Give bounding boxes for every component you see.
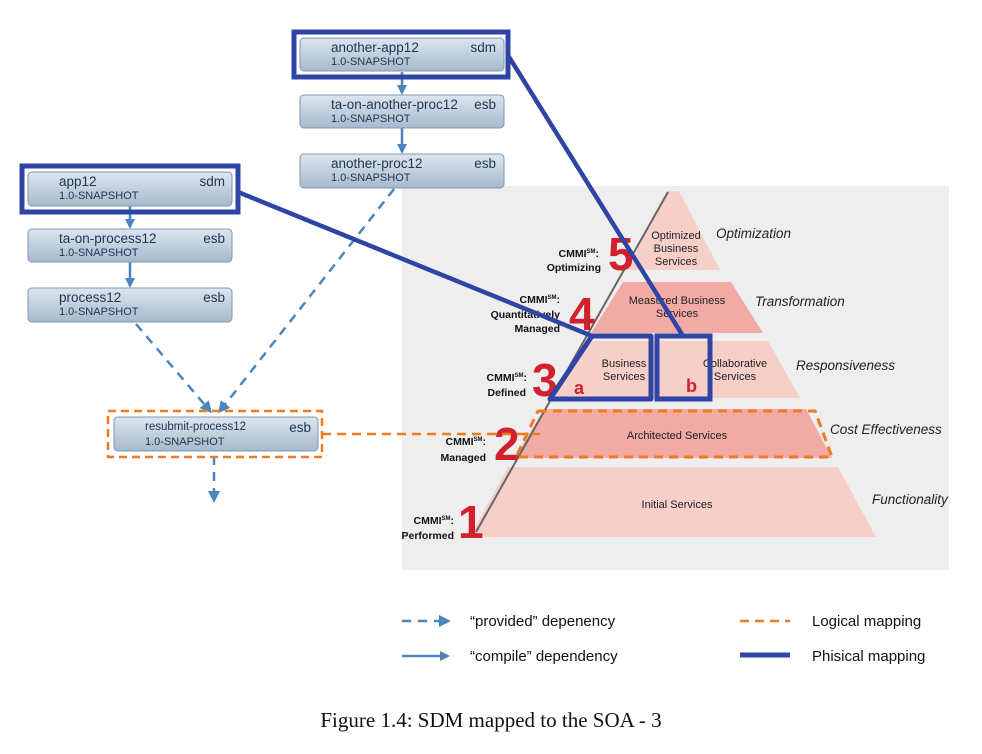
module-ta-process-type: esb [203,231,225,246]
cmmi-label-1-line2: Performed [401,530,454,542]
pyramid-level-3 [549,341,800,398]
level-number-2: 2 [494,418,520,470]
physical-line-another-app [506,54,686,339]
service-level-1: Initial Services [642,499,713,511]
pyramid-level-1 [470,467,876,537]
logical-mapping-box [106,409,324,459]
module-app-outline [19,163,241,215]
module-ta-process-box [27,228,233,263]
legend-compile-label: “compile” dependency [470,648,618,665]
cmmi-label-2-line2: Managed [440,452,486,464]
physical-line-app [235,189,654,339]
module-another-app-outline [291,29,511,80]
module-ta-another-proc-box [299,94,505,129]
cmmi-label-4: CMMISM: [520,294,561,306]
module-process-name: process12 [59,290,121,305]
module-app-type: sdm [199,174,225,189]
module-ta-process-version: 1.0-SNAPSHOT [59,247,139,259]
cmmi-label-2: CMMISM: [446,436,487,448]
module-another-proc-box [299,153,505,189]
module-app[interactable]: app12 1.0-SNAPSHOT sdm [19,163,241,215]
module-process-version: 1.0-SNAPSHOT [59,306,139,318]
service-level-3b-line2: Services [714,371,757,383]
legend-physical-label: Phisical mapping [812,648,925,665]
module-another-proc-version: 1.0-SNAPSHOT [331,172,411,184]
module-another-app-version: 1.0-SNAPSHOT [331,56,411,68]
module-ta-another-proc-type: esb [474,97,496,112]
module-app-name: app12 [59,174,97,189]
service-level-3a-line2: Services [603,371,646,383]
outcome-labels: Optimization Transformation Responsivene… [716,226,949,507]
module-ta-another-proc-name: ta-on-another-proc12 [331,97,458,112]
module-another-app-name: another-app12 [331,40,419,55]
cmmi-label-1: CMMISM: [414,515,455,527]
outcome-level-2: Cost Effectiveness [830,422,942,437]
service-level-3a-line1: Business [602,358,647,370]
cmmi-label-4-line3: Managed [514,323,560,335]
cmmi-label-3-line2: Defined [487,387,526,399]
level-number-1: 1 [458,496,484,548]
module-ta-process-name: ta-on-process12 [59,231,157,246]
provided-dependencies [135,188,395,503]
module-resubmit-type: esb [289,420,311,435]
outcome-level-1: Functionality [872,492,949,507]
outcome-level-4: Transformation [755,294,845,309]
legend-provided-label: “provided” depenency [470,613,616,630]
module-process-type: esb [203,290,225,305]
physical-mapping-lines [235,54,686,339]
logical-mapping-region [513,409,835,459]
pyramid-level-5 [627,191,720,270]
module-another-proc-type: esb [474,156,496,171]
module-app-version: 1.0-SNAPSHOT [59,190,139,202]
legend-logical-label: Logical mapping [812,613,921,630]
module-resubmit[interactable]: resubmit-process12 1.0-SNAPSHOT esb [113,416,319,452]
sub-label-a: a [574,378,585,398]
module-ta-process[interactable]: ta-on-process12 1.0-SNAPSHOT esb [27,228,233,263]
module-resubmit-box [113,416,319,452]
service-level-4-line2: Services [656,308,699,320]
figure-caption: Figure 1.4: SDM mapped to the SOA - 3 [320,708,662,732]
module-process[interactable]: process12 1.0-SNAPSHOT esb [27,287,233,323]
service-level-5-line2: Business [654,243,699,255]
pyramid-level-2 [515,409,832,458]
module-another-app-box [299,37,505,72]
dep-process-to-resubmit [135,323,212,414]
module-another-proc-name: another-proc12 [331,156,423,171]
module-ta-another-proc[interactable]: ta-on-another-proc12 1.0-SNAPSHOT esb [299,94,505,129]
module-resubmit-name: resubmit-process12 [145,421,246,433]
service-level-5-line3: Services [655,256,698,268]
sub-label-b: b [686,376,697,396]
module-ta-another-proc-version: 1.0-SNAPSHOT [331,113,411,125]
service-level-5-line1: Optimized [651,230,701,242]
cmmi-label-3: CMMISM: [487,372,528,384]
module-app-box [27,171,233,207]
module-another-app[interactable]: another-app12 1.0-SNAPSHOT sdm [291,29,511,80]
cmmi-labels: CMMISM: Optimizing CMMISM: Quantitativel… [401,248,601,542]
service-level-3b-line1: Collaborative [703,358,767,370]
cmmi-label-5: CMMISM: [559,248,600,260]
outcome-level-3: Responsiveness [796,358,895,373]
module-resubmit-version: 1.0-SNAPSHOT [145,436,225,448]
service-level-2: Architected Services [627,430,728,442]
outcome-level-5: Optimization [716,226,791,241]
module-another-app-type: sdm [470,40,496,55]
module-process-box [27,287,233,323]
module-another-proc[interactable]: another-proc12 1.0-SNAPSHOT esb [299,153,505,189]
legend: “provided” depenency “compile” dependenc… [402,613,925,665]
cmmi-label-5-line2: Optimizing [547,262,601,274]
service-level-4-line1: Measured Business [629,295,726,307]
pyramid-level-4 [591,282,763,333]
